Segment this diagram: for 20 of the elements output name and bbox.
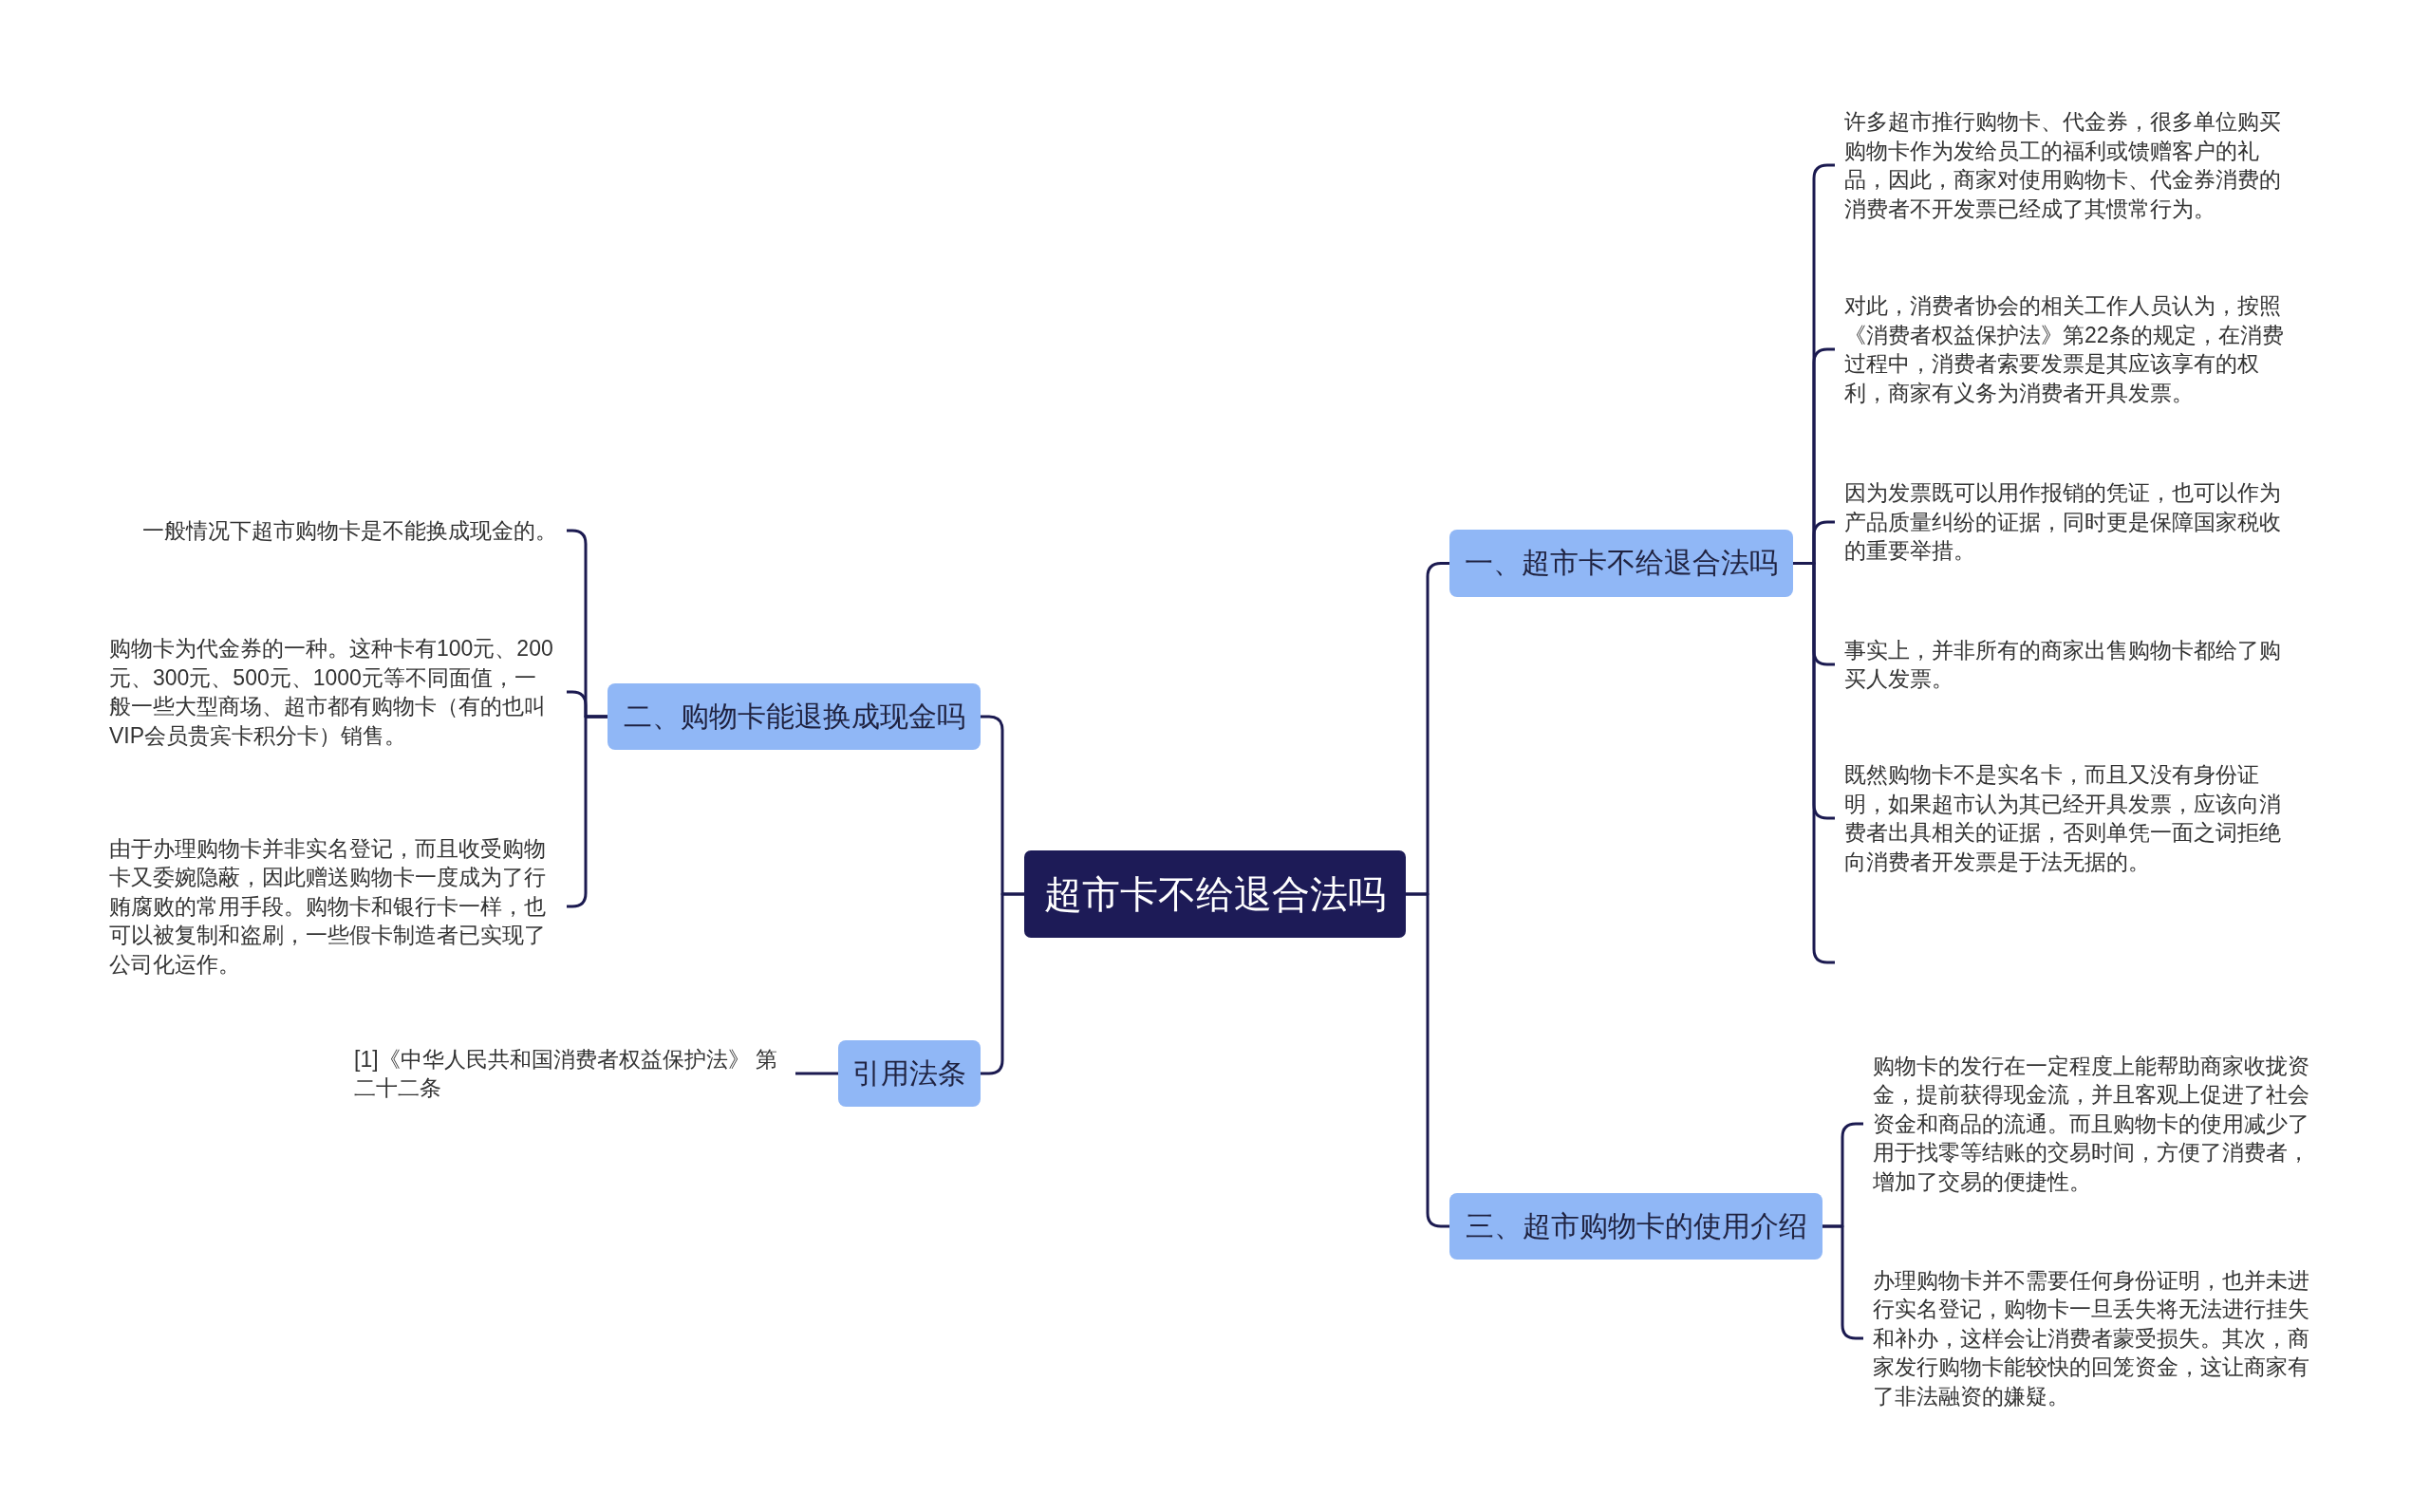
note-text: 购物卡为代金券的一种。这种卡有100元、200元、300元、500元、1000元等不同面值，一般一些大型商场、超市都有购物卡（有的也叫VIP会员贵宾卡积分卡）销售。 [109,634,567,750]
note-text: 一般情况下超市购物卡是不能换成现金的。 [142,515,567,546]
note-text: [1]《中华人民共和国消费者权益保护法》 第二十二条 [354,1044,795,1103]
note-text: 对此，消费者协会的相关工作人员认为，按照《消费者权益保护法》第22条的规定，在消费过程中，消费者索要发票是其应该享有的权利，商家有义务为消费者开具发票。 [1835,291,2292,407]
note-text: 购物卡的发行在一定程度上能帮助商家收拢资金，提前获得现金流，并且客观上促进了社会资金和商品的流通。而且购物卡的使用减少了用于找零等结账的交易时间，方便了消费者，增加了交易的便捷性。 [1863,1051,2325,1197]
note-text: 因为发票既可以用作报销的凭证，也可以作为产品质量纠纷的证据，同时更是保障国家税收的重要举措。 [1835,478,2292,566]
branch-topic: 引用法条 [838,1040,981,1107]
branch-topic: 三、超市购物卡的使用介绍 [1449,1193,1822,1260]
note-text: 既然购物卡不是实名卡，而且又没有身份证明，如果超市认为其已经开具发票，应该向消费者出具相关的证据，否则单凭一面之词拒绝向消费者开发票是于法无据的。 [1835,760,2292,876]
note-text: 由于办理购物卡并非实名登记，而且收受购物卡又委婉隐蔽，因此赠送购物卡一度成为了行贿腐败的常用手段。购物卡和银行卡一样，也可以被复制和盗刷，一些假卡制造者已实现了公司化运作。 [109,833,567,980]
note-text: 许多超市推行购物卡、代金券，很多单位购买购物卡作为发给员工的福利或馈赠客户的礼品，因此，商家对使用购物卡、代金券消费的消费者不开发票已经成了其惯常行为。 [1835,107,2292,223]
note-text: 事实上，并非所有的商家出售购物卡都给了购买人发票。 [1835,635,2292,694]
central-topic: 超市卡不给退合法吗 [1024,850,1406,938]
connector-line [1406,892,1449,1228]
connector-line [981,892,1024,1075]
branch-topic: 二、购物卡能退换成现金吗 [608,683,981,750]
connector-line [1793,562,1835,964]
connector-line [795,1072,838,1075]
branch-topic: 一、超市卡不给退合法吗 [1449,530,1793,597]
note-text: 办理购物卡并不需要任何身份证明，也并未进行实名登记，购物卡一旦丢失将无法进行挂失和补办，这样会让消费者蒙受损失。其次，商家发行购物卡能较快的回笼资金，这让商家有了非法融资的嫌疑。 [1863,1265,2325,1411]
